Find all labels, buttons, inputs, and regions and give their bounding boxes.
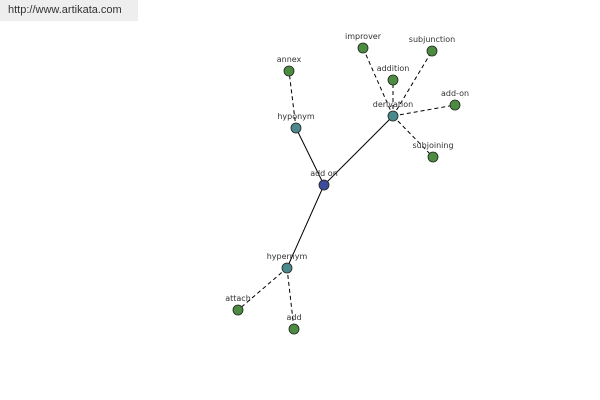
node-label-annex: annex	[277, 55, 302, 64]
node-subjoining[interactable]: subjoining	[412, 141, 454, 163]
edge-hypernym-to-attach	[237, 267, 288, 311]
node-circle-addition[interactable]	[387, 74, 399, 86]
node-subjunction[interactable]: subjunction	[409, 35, 455, 57]
edge-hyponym-to-annex	[288, 70, 297, 129]
node-label-hyponym: hyponym	[277, 112, 315, 121]
site-url-link[interactable]: http://www.artikata.com	[0, 0, 138, 21]
node-circle-attach[interactable]	[232, 304, 244, 316]
edge-derivation-to-subjunction	[392, 50, 433, 117]
node-label-add-on-center: add on	[310, 169, 338, 178]
node-label-addition: addition	[377, 64, 410, 73]
node-attach[interactable]: attach	[225, 294, 251, 316]
node-annex[interactable]: annex	[277, 55, 302, 77]
node-label-add: add	[286, 313, 301, 322]
node-circle-improver[interactable]	[357, 42, 369, 54]
node-circle-hyponym[interactable]	[290, 122, 302, 134]
node-circle-annex[interactable]	[283, 65, 295, 77]
edge-add-on-center-to-derivation	[323, 115, 394, 186]
nodes-layer: add on hyponym derivation hypernym annex impr…	[225, 32, 469, 335]
node-circle-subjoining[interactable]	[427, 151, 439, 163]
edge-add-on-center-to-hypernym	[286, 184, 325, 269]
node-label-improver: improver	[345, 32, 382, 41]
node-label-derivation: derivation	[373, 100, 413, 109]
edge-derivation-to-subjoining	[392, 115, 434, 158]
edge-derivation-to-add-on	[392, 104, 456, 117]
node-add-on-center[interactable]: add on	[310, 169, 338, 191]
node-label-subjunction: subjunction	[409, 35, 455, 44]
node-circle-add[interactable]	[288, 323, 300, 335]
node-hyponym[interactable]: hyponym	[277, 112, 315, 134]
node-circle-derivation[interactable]	[387, 110, 399, 122]
edge-hypernym-to-add	[286, 267, 295, 330]
node-hypernym[interactable]: hypernym	[267, 252, 308, 274]
node-label-subjoining: subjoining	[412, 141, 453, 150]
edge-add-on-center-to-hyponym	[295, 127, 325, 186]
edges-layer	[237, 47, 456, 330]
node-circle-subjunction[interactable]	[426, 45, 438, 57]
node-label-hypernym: hypernym	[267, 252, 308, 261]
node-label-add-on: add-on	[441, 89, 469, 98]
node-addition[interactable]: addition	[377, 64, 410, 86]
node-derivation[interactable]: derivation	[373, 100, 413, 122]
node-label-attach: attach	[225, 294, 251, 303]
node-circle-add-on[interactable]	[449, 99, 461, 111]
edge-derivation-to-improver	[362, 47, 394, 117]
node-improver[interactable]: improver	[345, 32, 382, 54]
node-add[interactable]: add	[286, 313, 302, 335]
node-circle-hypernym[interactable]	[281, 262, 293, 274]
node-circle-add-on-center[interactable]	[318, 179, 330, 191]
node-add-on[interactable]: add-on	[441, 89, 469, 111]
